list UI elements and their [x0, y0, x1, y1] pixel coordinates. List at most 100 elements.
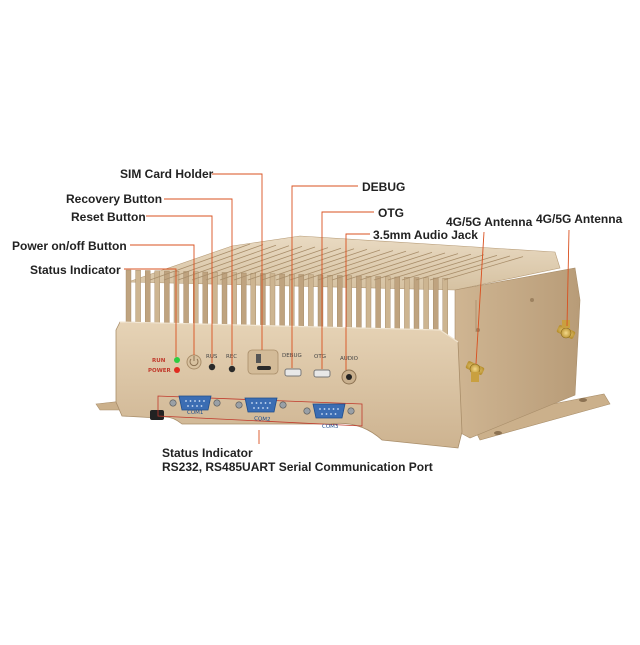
- label-antenna-1: 4G/5G Antenna: [446, 215, 533, 229]
- heatsink-top-line: [261, 248, 355, 281]
- heatsink-fin: [240, 272, 247, 331]
- heatsink-top-line: [429, 255, 511, 281]
- sim-card-holder[interactable]: [247, 349, 279, 375]
- audio-jack[interactable]: [341, 369, 357, 385]
- heatsink-fin: [212, 272, 218, 330]
- heatsink-top-line: [345, 252, 433, 281]
- heatsink-fin: [154, 270, 161, 329]
- reset-button[interactable]: [208, 363, 216, 371]
- heatsink-fin: [375, 276, 381, 334]
- heatsink-fin: [221, 272, 228, 331]
- leader-antenna-1: [475, 231, 485, 365]
- heatsink-top-line: [247, 247, 342, 281]
- heatsink-top-line: [331, 251, 420, 281]
- heatsink-fin: [346, 275, 352, 333]
- serial-ports: [169, 395, 355, 419]
- heatsink-top-pattern: [149, 243, 524, 281]
- leader-audio: [345, 233, 370, 370]
- heatsink-fin: [423, 277, 429, 335]
- com-port-outline: [157, 395, 363, 427]
- heatsink-fin: [260, 273, 266, 331]
- heatsink-fin: [269, 273, 276, 332]
- heatsink-top-line: [191, 245, 290, 281]
- label-status-indicator: Status Indicator: [30, 263, 121, 277]
- heatsink-top-line: [317, 250, 407, 281]
- heatsink-top-line: [373, 253, 459, 281]
- leader-status: [124, 268, 177, 357]
- heatsink-fin: [308, 274, 314, 332]
- heatsink-fin: [385, 276, 391, 334]
- com1-text: COM1: [187, 410, 203, 416]
- run-led: [174, 357, 180, 363]
- com2-port[interactable]: [235, 397, 287, 413]
- heatsink-fin: [413, 277, 420, 335]
- heatsink-fin: [337, 275, 343, 333]
- heatsink-fin: [327, 275, 333, 333]
- power-button[interactable]: [186, 354, 202, 370]
- heatsink-top-line: [289, 249, 381, 281]
- heatsink-top-line: [401, 254, 485, 281]
- heatsink-fin: [279, 273, 285, 332]
- com3-port[interactable]: [303, 403, 355, 419]
- heatsink-top-line: [415, 255, 498, 281]
- heatsink-fin: [144, 270, 151, 329]
- leader-otg: [321, 211, 374, 369]
- power-text: POWER: [148, 368, 172, 374]
- debug-port[interactable]: [284, 368, 302, 377]
- com3-text: COM3: [322, 424, 339, 430]
- label-recovery-button: Recovery Button: [66, 192, 163, 206]
- heatsink-top-line: [233, 247, 329, 281]
- heatsink-fin: [433, 277, 439, 335]
- label-debug: DEBUG: [362, 180, 406, 194]
- leader-power: [130, 244, 195, 355]
- heatsink-top-line: [149, 243, 251, 281]
- audio-text: AUDIO: [340, 356, 359, 362]
- label-sim-card-holder: SIM Card Holder: [120, 167, 214, 181]
- heatsink-fin: [202, 271, 209, 330]
- heatsink-fin: [356, 275, 362, 333]
- otg-text: OTG: [314, 354, 326, 360]
- foot-slot: [150, 410, 164, 420]
- heatsink-fin: [135, 270, 141, 329]
- label-bottom-status-indicator: Status Indicator: [162, 446, 253, 460]
- heatsink-top-line: [163, 244, 264, 281]
- heatsink-fin: [298, 274, 304, 332]
- heatsink-top-line: [387, 253, 472, 281]
- label-reset-button: Reset Button: [71, 210, 146, 224]
- label-audio-jack: 3.5mm Audio Jack: [373, 228, 478, 242]
- heatsink-fin: [442, 278, 448, 335]
- leader-reset: [146, 215, 213, 363]
- label-power-button: Power on/off Button: [12, 239, 127, 253]
- recovery-button[interactable]: [228, 365, 236, 373]
- heatsink-fin: [125, 269, 132, 329]
- heatsink-top-line: [359, 252, 446, 281]
- heatsink-fin: [394, 276, 400, 334]
- com1-port[interactable]: [169, 395, 221, 411]
- heatsink-top-line: [443, 256, 524, 281]
- leader-sim: [212, 173, 263, 350]
- heatsink-top-line: [205, 246, 303, 281]
- leader-recovery: [164, 198, 233, 365]
- heatsink-fin: [404, 277, 410, 334]
- label-antenna-2: 4G/5G Antenna: [536, 212, 623, 226]
- antenna-connector-2: [556, 320, 576, 339]
- heatsink-fins: [125, 269, 448, 335]
- label-otg: OTG: [378, 206, 404, 220]
- heatsink-fin: [183, 271, 189, 330]
- heatsink-top-line: [219, 246, 316, 281]
- leader-lines: [124, 173, 570, 444]
- otg-port[interactable]: [313, 369, 331, 378]
- heatsink-top-line: [303, 250, 394, 281]
- label-serial-port: RS232, RS485UART Serial Communication Po…: [162, 460, 433, 474]
- leader-debug: [291, 185, 358, 368]
- top-plate: [127, 235, 561, 291]
- leader-antenna-2: [566, 229, 570, 327]
- power-led: [174, 367, 180, 373]
- run-text: RUN: [152, 358, 166, 364]
- status-leds: RUN POWER: [148, 357, 180, 374]
- com2-text: COM2: [254, 416, 271, 423]
- heatsink-top-line: [275, 249, 368, 281]
- antenna-connector-1: [465, 361, 485, 382]
